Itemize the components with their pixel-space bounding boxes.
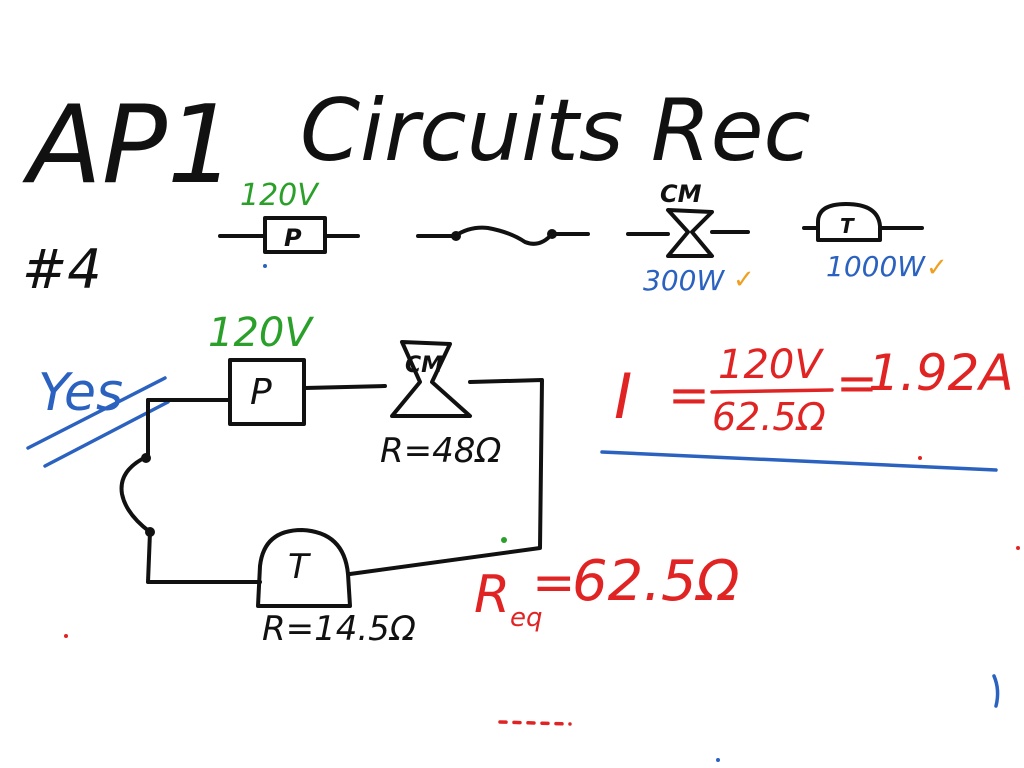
- legend-toaster-shape: [816, 202, 882, 242]
- legend-toaster: T 1000W ✓: [802, 202, 948, 283]
- current-result: 1.92A: [868, 344, 1014, 402]
- req-value: 62.5Ω: [572, 549, 740, 614]
- title-block: AP1 Circuits Rec #4: [22, 81, 811, 301]
- legend-power-source: 120V P: [218, 178, 360, 268]
- answer-underline-1: [26, 376, 167, 450]
- component-legend: 120V P CM 300W ✓ T 1000W: [218, 178, 948, 297]
- req-symbol: R: [474, 565, 510, 625]
- stray-red-dashes: [498, 720, 572, 726]
- stray-green-dot: [501, 537, 507, 543]
- circuit-voltage-label: 120V: [208, 310, 314, 356]
- wire-left-bottom: [146, 530, 262, 584]
- legend-wire-resistor: [416, 225, 590, 246]
- title-right: Circuits Rec: [300, 81, 811, 181]
- legend-squiggle: [416, 225, 590, 246]
- wire-right-loop: [348, 378, 544, 576]
- resistor-squiggle: [119, 454, 152, 534]
- circuit-toaster-resistance: R=14.5Ω: [262, 609, 416, 649]
- req-equals: =: [532, 553, 576, 613]
- stray-marks: [64, 456, 1020, 762]
- current-symbol: I: [614, 360, 632, 433]
- req-subscript: eq: [510, 603, 543, 633]
- answer-block: Yes: [26, 363, 170, 468]
- circuit-toaster-symbol: T: [288, 547, 311, 587]
- legend-motor-shape: [666, 208, 714, 258]
- stray-blue-arc: [992, 674, 1000, 708]
- current-equals: =: [668, 366, 710, 424]
- title-left: AP1: [22, 83, 236, 208]
- wire-source-to-motor: [303, 384, 387, 390]
- stray-red-dot-2: [64, 634, 68, 638]
- circuit-motor-symbol: CM: [405, 353, 443, 378]
- stray-red-dot-3: [1016, 546, 1020, 550]
- circuit-motor-resistance: R=48Ω: [380, 431, 501, 471]
- legend-toaster-check: ✓: [926, 253, 948, 283]
- req-equation: R eq = 62.5Ω: [474, 549, 740, 633]
- legend-source-symbol: P: [284, 224, 302, 252]
- equation-underline: [600, 450, 998, 472]
- legend-toaster-power: 1000W: [826, 250, 926, 283]
- legend-squiggle-dot-left: [451, 231, 461, 241]
- stray-blue-dot: [716, 758, 720, 762]
- circuit-diagram: 120V P CM R=48Ω T R=14.5Ω: [119, 310, 544, 649]
- legend-motor-symbol: CM: [660, 180, 702, 208]
- current-numerator: 120V: [718, 342, 824, 388]
- circuit-source-box: [228, 358, 306, 426]
- legend-can-motor: CM 300W ✓: [626, 180, 755, 297]
- current-denominator: 62.5Ω: [712, 395, 826, 439]
- circuit-source-symbol: P: [250, 372, 272, 413]
- problem-number: #4: [22, 238, 102, 301]
- legend-motor-check: ✓: [733, 265, 755, 295]
- circuit-motor-shape: [390, 340, 472, 418]
- junction-dot-top: [141, 453, 151, 463]
- answer-text: Yes: [38, 363, 123, 423]
- legend-dot: [263, 264, 267, 268]
- result-equals: =: [836, 354, 878, 412]
- legend-toaster-symbol: T: [840, 214, 855, 238]
- legend-voltage-label: 120V: [240, 178, 320, 213]
- current-equation: I = 120V 62.5Ω = 1.92A: [600, 342, 1014, 472]
- stray-red-dot-1: [918, 456, 922, 460]
- legend-squiggle-dot-right: [547, 229, 557, 239]
- fraction-bar: [710, 388, 834, 394]
- circuit-toaster-shape: [256, 528, 352, 608]
- legend-motor-power: 300W: [643, 264, 725, 297]
